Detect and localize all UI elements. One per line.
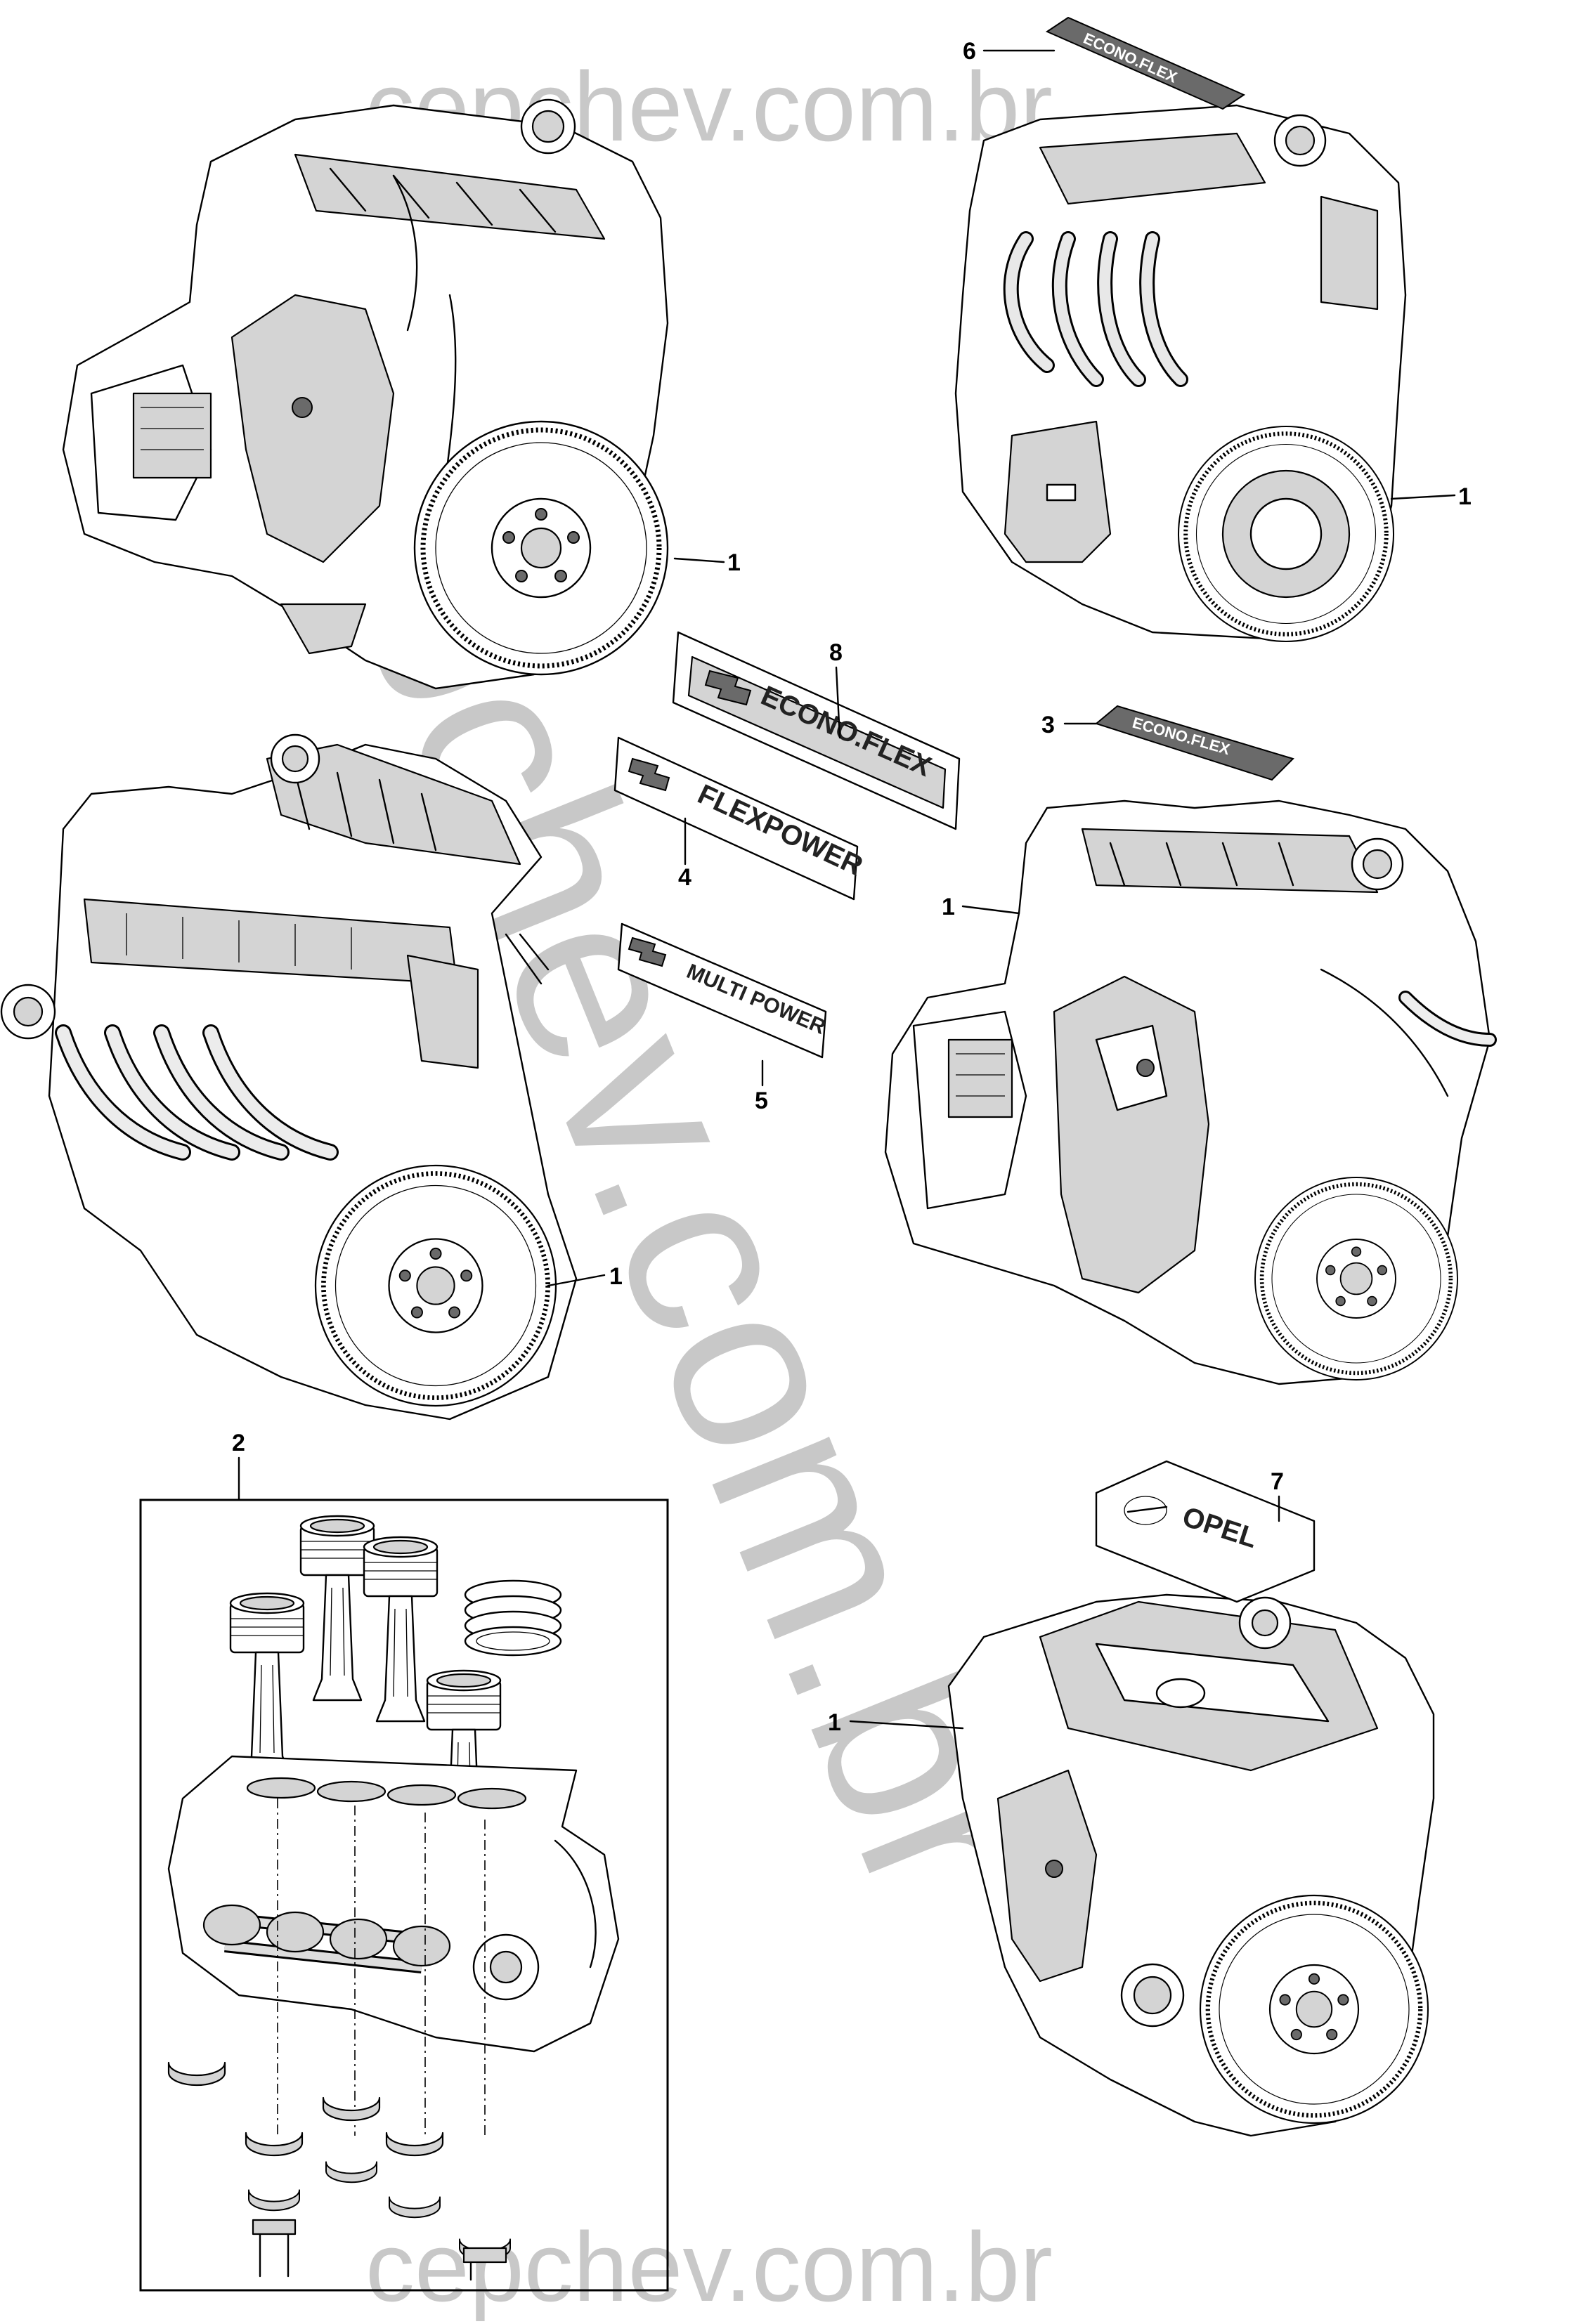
badge-item-6-text: ECONO.FLEX [1081, 30, 1180, 86]
callout-7: 7 [1271, 1468, 1284, 1495]
callout-3: 3 [1041, 712, 1055, 738]
chevrolet-logo-icon [628, 936, 667, 967]
watermark-bottom: cepchev.com.br [365, 2212, 1053, 2322]
engine-top-right[interactable] [954, 104, 1407, 641]
piston-rings [464, 1579, 562, 1657]
badge-item-6[interactable]: ECONO.FLEX [1045, 16, 1246, 110]
callout-1-bottom-right: 1 [828, 1709, 841, 1736]
opel-logo-icon [1124, 1496, 1167, 1525]
chevrolet-logo-icon [628, 757, 670, 792]
engine-middle-right[interactable] [884, 799, 1497, 1385]
chevrolet-logo-icon [704, 670, 752, 706]
callout-5: 5 [755, 1088, 768, 1114]
callout-1-top-right: 1 [1458, 483, 1472, 510]
engine-top-left[interactable] [62, 98, 668, 690]
engine-middle-left[interactable] [0, 733, 578, 1421]
badge-item-3[interactable]: ECONO.FLEX [1094, 705, 1294, 781]
callout-1-middle-left: 1 [609, 1263, 623, 1290]
callout-8: 8 [829, 639, 843, 666]
leader-lines [238, 49, 1456, 1730]
callout-1-middle-right: 1 [942, 894, 955, 920]
badge-opel[interactable]: OPEL [1095, 1460, 1316, 1603]
callout-2: 2 [232, 1430, 245, 1456]
callout-6: 6 [963, 38, 976, 65]
callout-4: 4 [678, 864, 691, 891]
callout-1-top-left: 1 [727, 549, 741, 576]
engine-bottom-right[interactable] [947, 1593, 1435, 2137]
short-block-kit[interactable] [139, 1499, 669, 2292]
